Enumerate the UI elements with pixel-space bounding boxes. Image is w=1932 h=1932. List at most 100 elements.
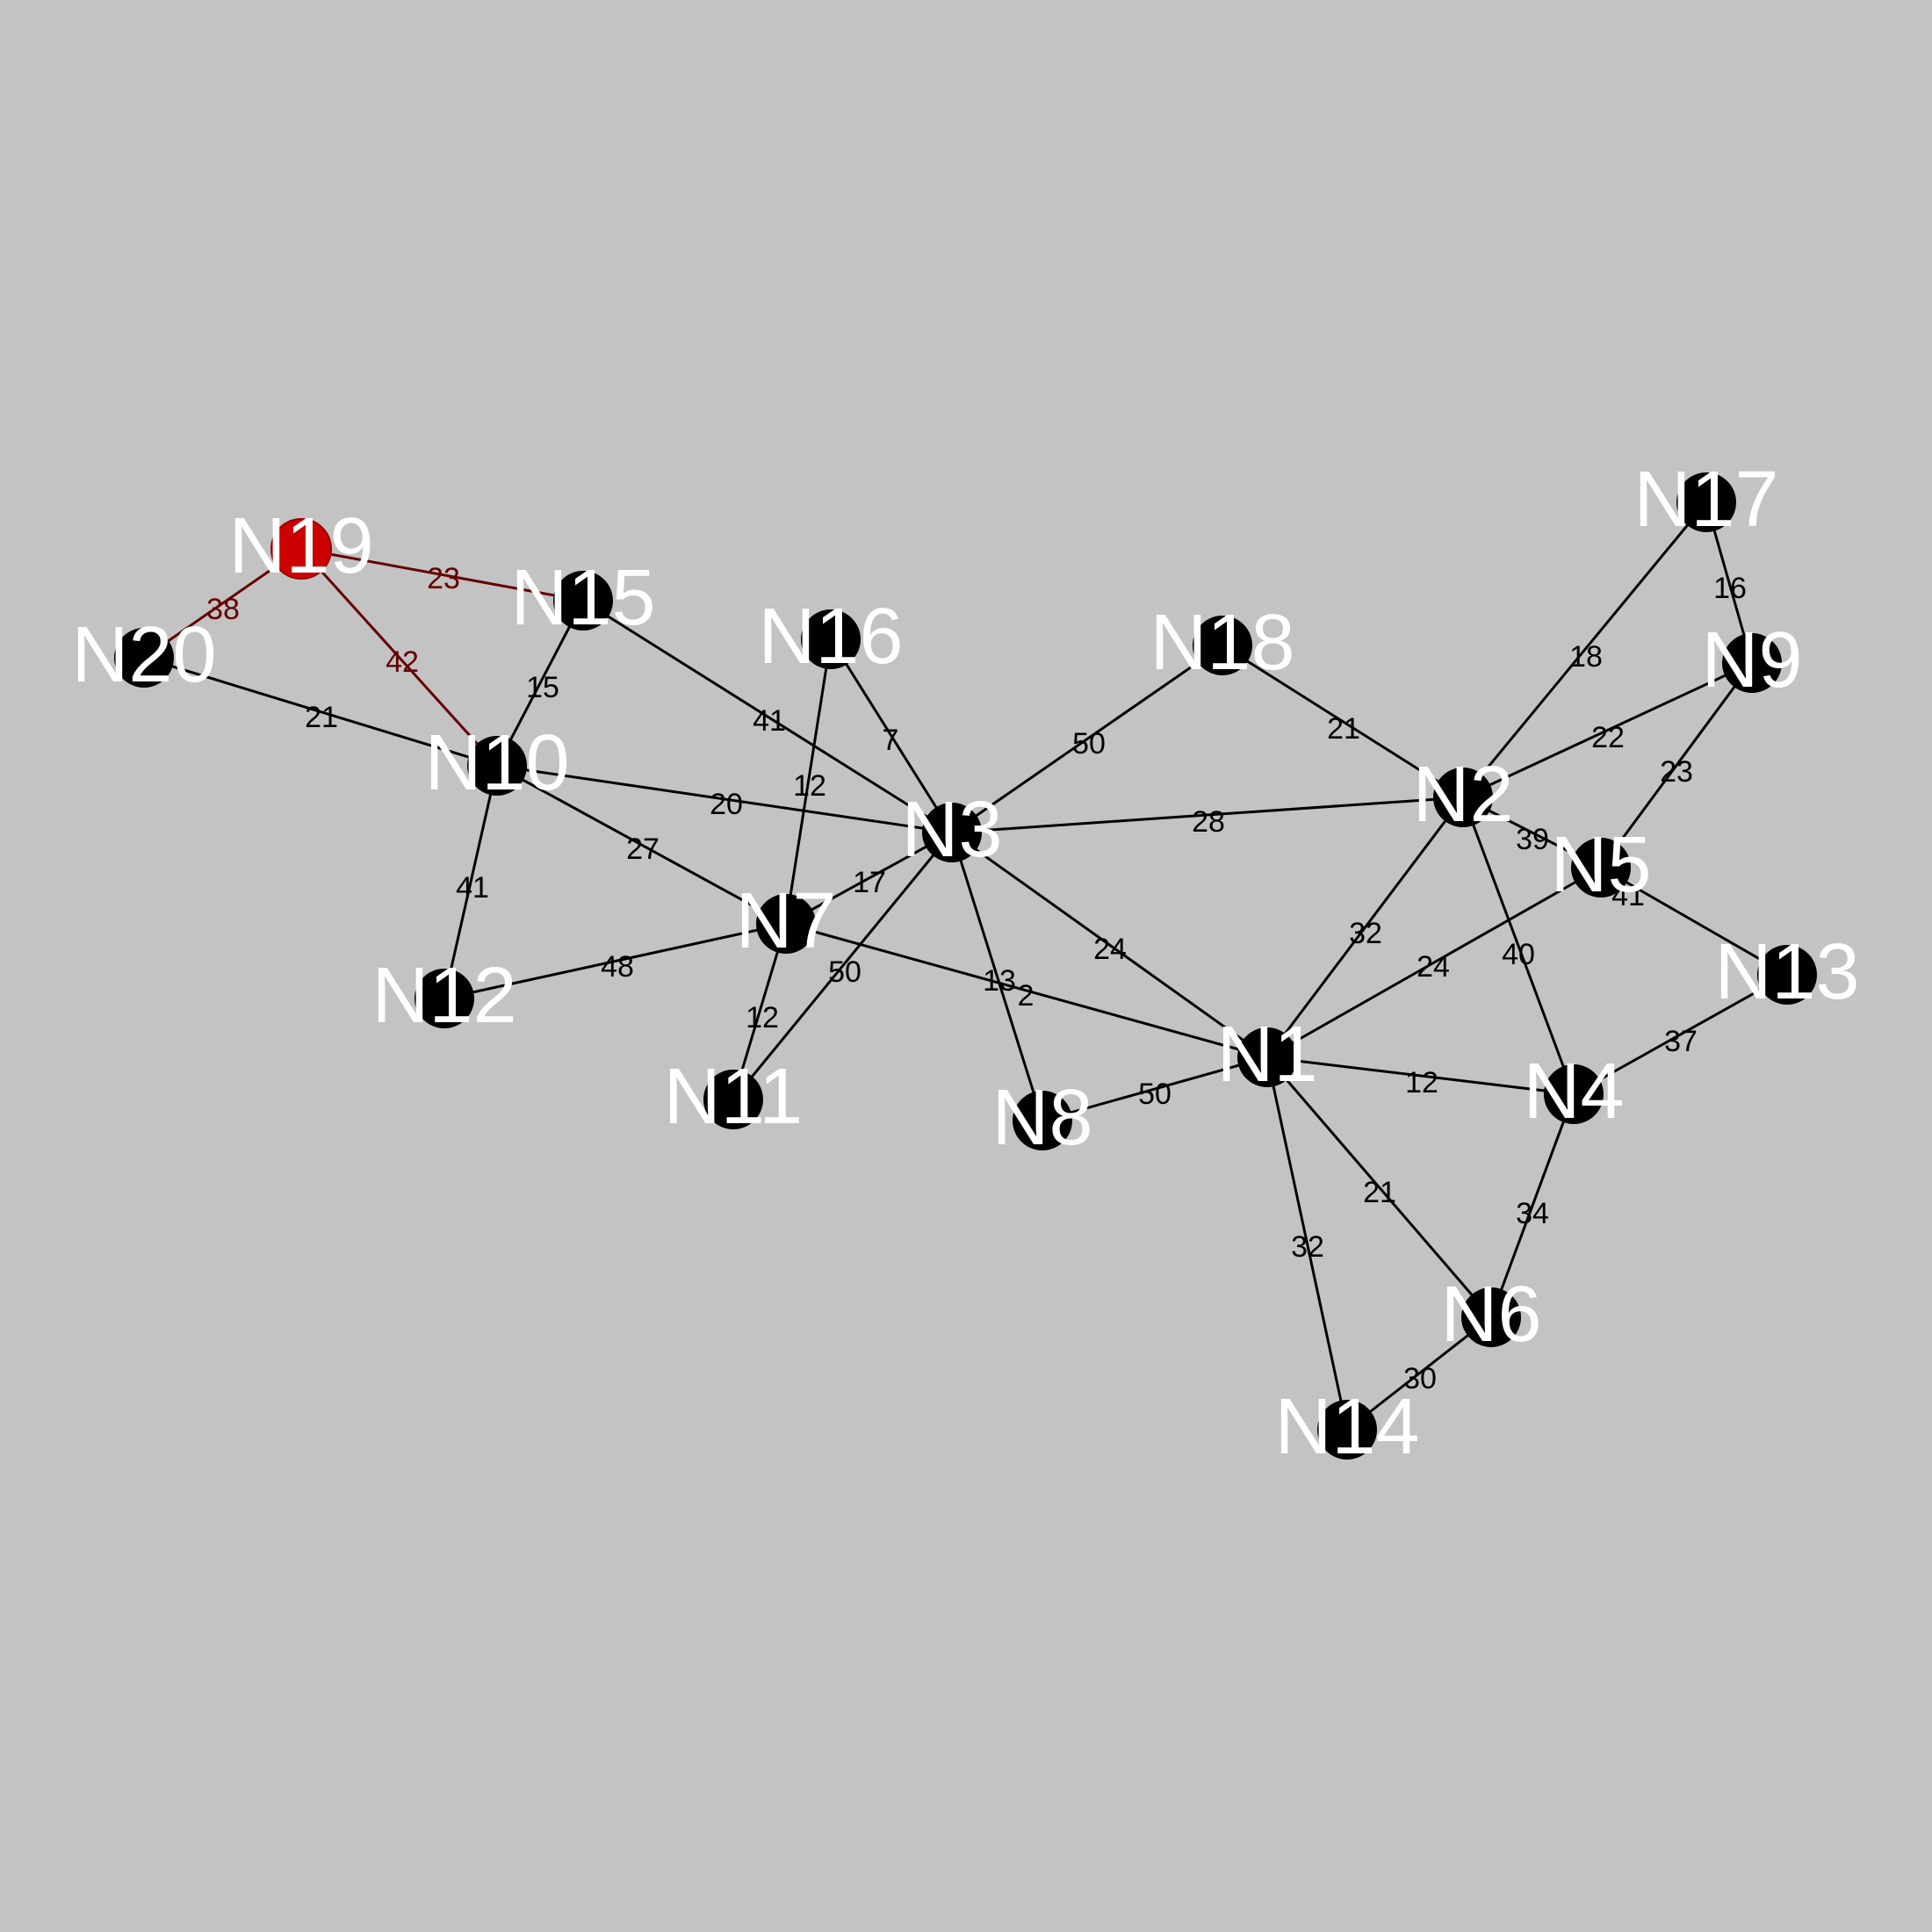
node-circle[interactable] xyxy=(467,736,527,796)
node-label: N1 xyxy=(1216,1011,1317,1099)
node-circle[interactable] xyxy=(1433,768,1493,827)
node-circle[interactable] xyxy=(1013,1091,1072,1150)
node-n2[interactable]: N2 xyxy=(1412,751,1513,839)
edge-weight-label: 50 xyxy=(1072,727,1106,761)
edge-weight-label: 2 xyxy=(1018,979,1034,1013)
edge-labels-layer: 3823422115417122027414817121350224502821… xyxy=(206,562,1747,1395)
edge-n1-n5 xyxy=(1266,866,1602,1059)
edge-n4-n6 xyxy=(1489,1093,1575,1318)
node-n3[interactable]: N3 xyxy=(901,786,1002,874)
node-n7[interactable]: N7 xyxy=(735,877,836,965)
edge-weight-label: 24 xyxy=(1093,933,1127,966)
node-n6[interactable]: N6 xyxy=(1440,1271,1541,1359)
edge-n1-n6 xyxy=(1265,1056,1493,1318)
node-circle[interactable] xyxy=(1571,838,1631,898)
edge-n15-n3 xyxy=(582,599,953,834)
node-n20[interactable]: N20 xyxy=(71,611,216,699)
node-circle[interactable] xyxy=(270,518,332,580)
edges-layer xyxy=(143,501,1788,1431)
node-n19[interactable]: N19 xyxy=(228,502,373,590)
edge-weight-label: 27 xyxy=(626,833,660,866)
node-label: N3 xyxy=(901,786,1002,874)
node-n9[interactable]: N9 xyxy=(1701,616,1802,704)
node-n12[interactable]: N12 xyxy=(371,952,516,1040)
node-circle[interactable] xyxy=(1461,1287,1521,1347)
node-circle[interactable] xyxy=(1544,1064,1604,1124)
edge-weight-label: 21 xyxy=(1363,1176,1396,1209)
node-circle[interactable] xyxy=(553,571,613,631)
edge-n20-n10 xyxy=(143,656,498,768)
edge-weight-label: 22 xyxy=(1591,721,1625,754)
edge-n6-n14 xyxy=(1346,1316,1492,1431)
node-label: N20 xyxy=(71,611,216,699)
edge-n2-n9 xyxy=(1462,661,1753,799)
edge-weight-label: 17 xyxy=(853,866,886,899)
edge-weight-label: 28 xyxy=(1192,805,1225,839)
edge-n9-n5 xyxy=(1599,662,1754,869)
node-circle[interactable] xyxy=(922,803,982,862)
node-circle[interactable] xyxy=(703,1070,763,1129)
edge-n11-n3 xyxy=(732,832,954,1100)
node-n11[interactable]: N11 xyxy=(664,1053,803,1141)
node-label: N17 xyxy=(1633,456,1778,544)
edge-n2-n17 xyxy=(1461,501,1708,798)
edge-weight-label: 41 xyxy=(456,871,489,905)
node-label: N18 xyxy=(1150,599,1294,687)
node-circle[interactable] xyxy=(756,894,816,954)
node-n17[interactable]: N17 xyxy=(1633,456,1778,544)
edge-weight-label: 21 xyxy=(1327,712,1360,746)
node-n18[interactable]: N18 xyxy=(1150,599,1294,687)
edge-n12-n7 xyxy=(443,922,787,1000)
edge-n3-n2 xyxy=(951,796,1464,834)
node-circle[interactable] xyxy=(1317,1400,1377,1460)
node-n16[interactable]: N16 xyxy=(758,593,903,681)
node-circle[interactable] xyxy=(114,628,174,688)
node-circle[interactable] xyxy=(1757,945,1817,1005)
edge-weight-label: 12 xyxy=(746,1001,779,1034)
edge-n7-n3 xyxy=(785,831,953,926)
edge-weight-label: 12 xyxy=(1405,1066,1438,1099)
edge-weight-label: 41 xyxy=(753,704,786,738)
node-label: N15 xyxy=(510,554,655,642)
node-circle[interactable] xyxy=(1676,472,1736,532)
edge-weight-label: 50 xyxy=(828,955,861,989)
edge-n3-n8 xyxy=(950,832,1044,1121)
edge-n16-n3 xyxy=(829,638,954,833)
node-n13[interactable]: N13 xyxy=(1714,928,1859,1016)
node-label: N4 xyxy=(1523,1048,1624,1135)
node-label: N10 xyxy=(424,719,569,807)
node-n5[interactable]: N5 xyxy=(1550,821,1651,909)
node-label: N16 xyxy=(758,593,903,681)
node-label: N5 xyxy=(1550,821,1651,909)
node-circle[interactable] xyxy=(415,969,474,1028)
edge-n10-n3 xyxy=(496,764,953,834)
edge-weight-label: 21 xyxy=(305,701,338,734)
node-label: N13 xyxy=(1714,928,1859,1016)
edge-weight-label: 12 xyxy=(793,769,826,803)
edge-weight-label: 16 xyxy=(1713,572,1747,605)
edge-n19-n10 xyxy=(299,547,499,768)
node-label: N11 xyxy=(664,1053,803,1141)
edge-weight-label: 30 xyxy=(1403,1362,1437,1395)
node-n10[interactable]: N10 xyxy=(424,719,569,807)
edge-n19-n15 xyxy=(300,547,584,602)
node-n4[interactable]: N4 xyxy=(1523,1048,1624,1135)
edge-weight-label: 23 xyxy=(1660,755,1693,789)
node-circle[interactable] xyxy=(1237,1027,1297,1087)
edge-weight-label: 50 xyxy=(1138,1078,1171,1111)
node-n8[interactable]: N8 xyxy=(991,1074,1092,1162)
edge-n15-n10 xyxy=(495,600,585,767)
edge-n5-n13 xyxy=(1600,866,1788,977)
edge-n18-n2 xyxy=(1222,644,1464,799)
node-n14[interactable]: N14 xyxy=(1274,1383,1419,1471)
node-circle[interactable] xyxy=(1722,633,1782,693)
node-n15[interactable]: N15 xyxy=(510,554,655,642)
node-label: N7 xyxy=(735,877,836,965)
edge-weight-label: 39 xyxy=(1516,823,1549,856)
node-circle[interactable] xyxy=(1193,616,1252,675)
edge-n8-n1 xyxy=(1042,1056,1268,1122)
node-n1[interactable]: N1 xyxy=(1216,1011,1317,1099)
node-circle[interactable] xyxy=(801,609,861,669)
